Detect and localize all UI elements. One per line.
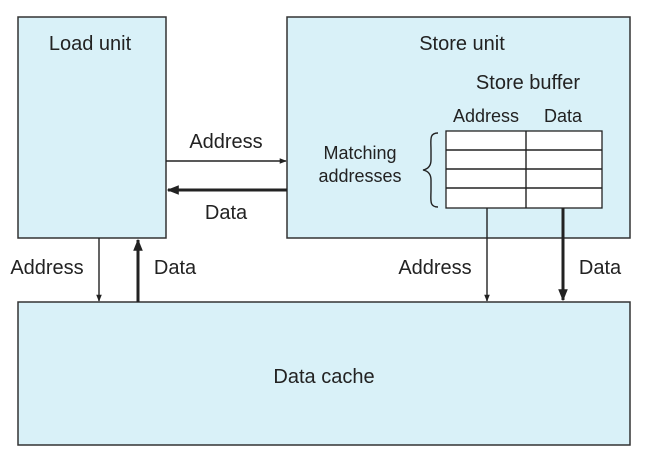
data-cache-box (17, 301, 631, 446)
matching-brace-icon (422, 132, 439, 208)
load-unit-block: Load unit (17, 16, 167, 239)
data-cache-title: Data cache (273, 366, 374, 388)
data-cache-block: Data cache (17, 301, 631, 446)
store-to-cache-address-label: Address (398, 257, 471, 279)
load-unit-box (17, 16, 167, 239)
store-buffer-title: Store buffer (476, 72, 580, 94)
store-buffer-col-data: Data (544, 106, 583, 126)
matching-addresses-line2: addresses (318, 166, 401, 186)
store-unit-block: Store unit Store buffer Address Data Mat… (286, 16, 631, 239)
store-to-load-data-label: Data (205, 202, 248, 224)
load-to-store-address-label: Address (189, 131, 262, 153)
load-unit-title: Load unit (49, 33, 132, 55)
cache-to-load-data-label: Data (154, 257, 197, 279)
load-to-cache-address-label: Address (10, 257, 83, 279)
matching-addresses-line1: Matching (323, 143, 396, 163)
store-buffer-table (445, 130, 603, 209)
store-to-cache-data-label: Data (579, 257, 622, 279)
store-unit-title: Store unit (419, 33, 505, 55)
store-buffer-col-address: Address (453, 106, 519, 126)
